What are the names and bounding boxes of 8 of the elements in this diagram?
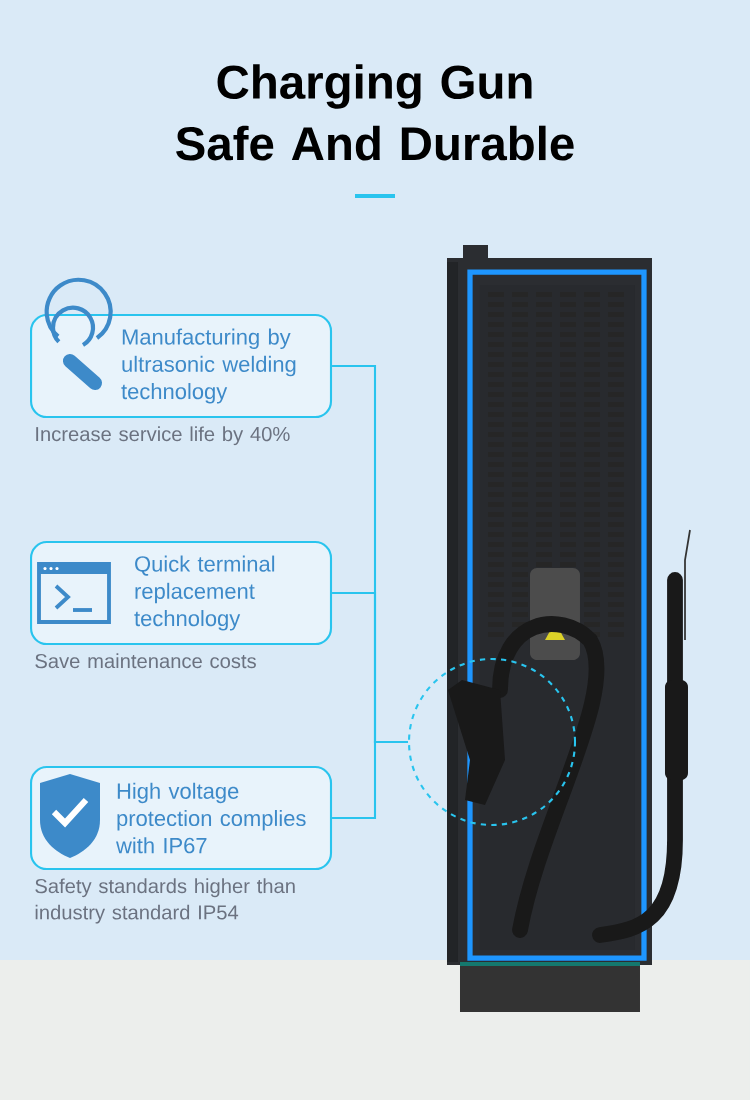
feature-note: Safety standards higher than industry standard IP54 (35, 878, 295, 924)
title: Charging Gun Safe And Durable (176, 64, 574, 161)
feature-box: Quick terminal replacement technology (30, 541, 333, 646)
feature-note: Save maintenance costs (35, 653, 256, 669)
connector-line (332, 740, 408, 820)
dashed-circle (407, 657, 577, 827)
feature-box: Manufacturing by ultrasonic welding technology (30, 314, 333, 419)
feature-note: Increase service life by 40% (36, 426, 290, 446)
